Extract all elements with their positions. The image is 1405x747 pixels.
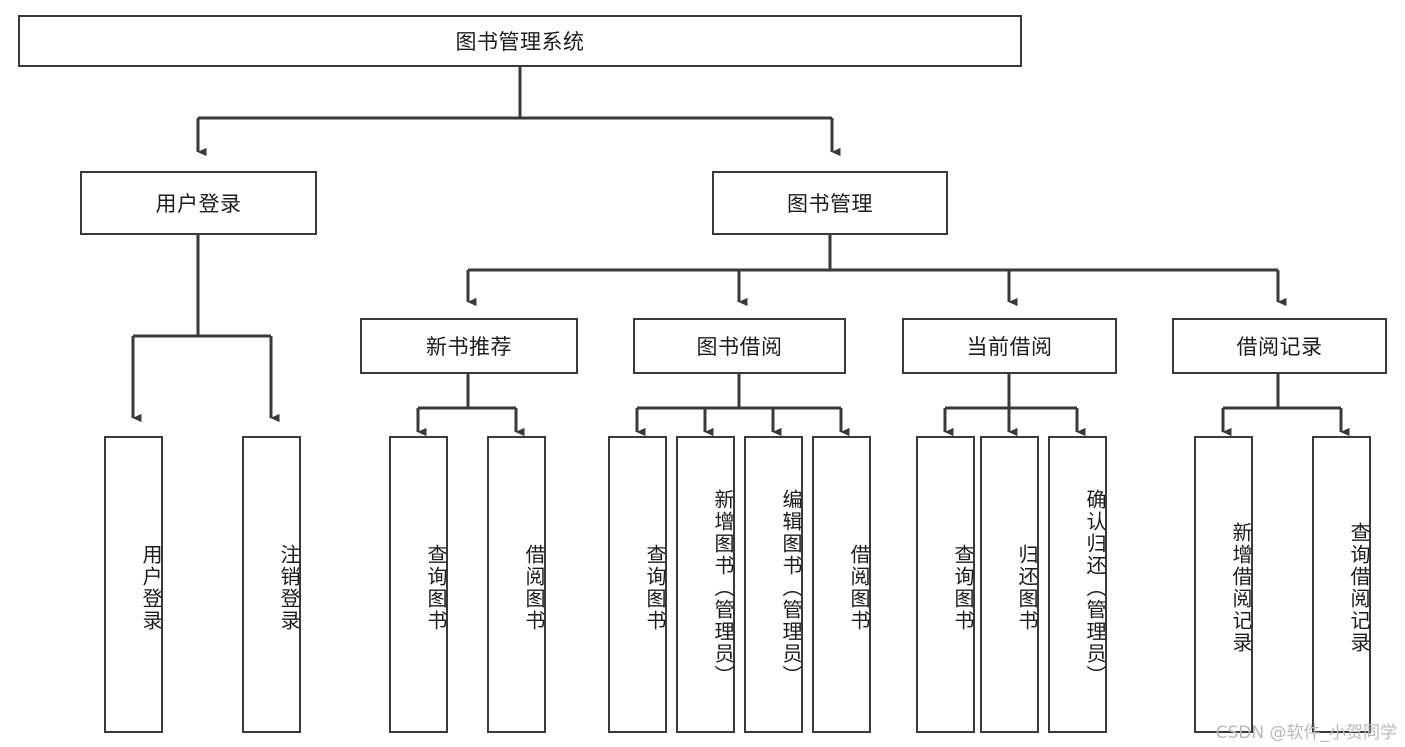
node-user-login[interactable]: 用户登录 — [80, 171, 317, 235]
node-label: 新书推荐 — [426, 335, 512, 359]
leaf-book-borrow-edit[interactable]: 编辑图书（管理员） — [744, 436, 803, 733]
node-label: 新增借阅记录 — [1229, 521, 1253, 654]
node-label: 确认归还（管理员） — [1083, 488, 1107, 687]
leaf-borrow-record-add[interactable]: 新增借阅记录 — [1194, 436, 1253, 733]
node-label: 查询图书 — [951, 543, 975, 632]
node-label: 归还图书 — [1015, 543, 1039, 632]
leaf-current-borrow-query[interactable]: 查询图书 — [916, 436, 975, 733]
csdn-watermark: CSDN @软件_小贺同学 — [1215, 723, 1397, 743]
leaf-user-login-logout[interactable]: 注销登录 — [242, 436, 301, 733]
leaf-user-login-login[interactable]: 用户登录 — [104, 436, 163, 733]
node-label: 查询图书 — [424, 543, 448, 632]
node-label: 图书借阅 — [696, 335, 783, 359]
node-label: 借阅图书 — [847, 543, 871, 632]
node-new-book-recommend[interactable]: 新书推荐 — [360, 318, 578, 374]
leaf-book-borrow-query[interactable]: 查询图书 — [608, 436, 667, 733]
leaf-borrow-record-query[interactable]: 查询借阅记录 — [1312, 436, 1371, 733]
node-current-borrow[interactable]: 当前借阅 — [902, 318, 1117, 374]
node-label: 查询借阅记录 — [1347, 521, 1371, 654]
leaf-book-borrow-borrow[interactable]: 借阅图书 — [812, 436, 871, 733]
leaf-current-borrow-confirm-return[interactable]: 确认归还（管理员） — [1048, 436, 1107, 733]
node-label: 用户登录 — [139, 543, 163, 632]
node-borrow-record[interactable]: 借阅记录 — [1172, 318, 1387, 374]
leaf-new-book-query[interactable]: 查询图书 — [389, 436, 448, 733]
node-label: 借阅图书 — [522, 543, 546, 632]
leaf-current-borrow-return[interactable]: 归还图书 — [980, 436, 1039, 733]
node-label: 查询图书 — [643, 543, 667, 632]
node-label: 图书管理系统 — [455, 30, 585, 54]
node-label: 图书管理 — [787, 192, 873, 216]
leaf-book-borrow-add[interactable]: 新增图书（管理员） — [676, 436, 735, 733]
node-label: 当前借阅 — [966, 335, 1053, 359]
node-label: 新增图书（管理员） — [711, 488, 735, 687]
node-book-management[interactable]: 图书管理 — [712, 171, 948, 235]
leaf-new-book-borrow[interactable]: 借阅图书 — [487, 436, 546, 733]
node-root-book-management-system[interactable]: 图书管理系统 — [18, 15, 1022, 67]
node-book-borrow[interactable]: 图书借阅 — [633, 318, 846, 374]
node-label: 用户登录 — [155, 192, 242, 216]
node-label: 编辑图书（管理员） — [779, 488, 803, 687]
node-label: 注销登录 — [277, 543, 301, 632]
node-label: 借阅记录 — [1236, 335, 1323, 359]
